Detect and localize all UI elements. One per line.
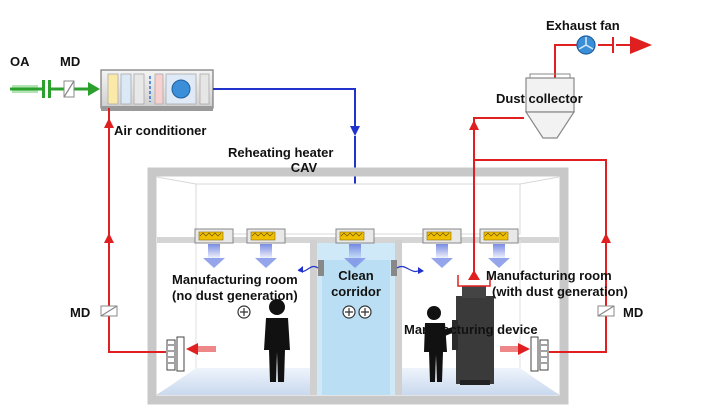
supply-airflow-arrows [203, 244, 510, 268]
damper-label-top: MD [60, 54, 81, 69]
damper-label-right: MD [623, 305, 644, 320]
damper-icon [63, 80, 75, 98]
person-icon [424, 306, 457, 382]
return-air-grille-left [166, 336, 216, 372]
dust-collector-unit [524, 73, 576, 139]
room-left-label-line2: (no dust generation) [172, 288, 298, 303]
air-conditioner-label: Air conditioner [114, 123, 207, 138]
room-left-label-line1: Manufacturing room [172, 272, 298, 287]
hepa-filter-unit [479, 228, 519, 244]
hepa-filter-unit [335, 228, 375, 244]
hepa-filter-unit [422, 228, 462, 244]
manufacturing-device-label: Manufacturing device [404, 322, 538, 337]
cav-label: CAV [290, 160, 318, 175]
reheating-heater-label: Reheating heater [228, 145, 334, 160]
air-conditioner-unit [100, 69, 214, 111]
hepa-filter-unit [194, 228, 234, 244]
damper-label-left: MD [70, 305, 91, 320]
dust-collector-label: Dust collector [496, 91, 583, 106]
manufacturing-device-icon [452, 270, 494, 385]
room-right-label-line1: Manufacturing room [486, 268, 612, 283]
hepa-filter-units [194, 228, 519, 244]
person-icon [264, 299, 290, 382]
plus-circle-icon [237, 305, 372, 319]
room-right-label-line2: (with dust generation) [492, 284, 628, 299]
transfer-airflow [297, 260, 424, 276]
outdoor-air-label: OA [10, 54, 30, 69]
exhaust-fan-label: Exhaust fan [546, 18, 620, 33]
fan-icon [576, 35, 596, 55]
return-air-grille-right [500, 336, 549, 372]
clean-corridor-space [317, 243, 395, 395]
clean-corridor-label-line1: Clean [338, 268, 374, 283]
clean-corridor-label-line2: corridor [331, 284, 381, 299]
return-air-duct [104, 108, 611, 353]
damper-icon [100, 305, 615, 317]
hepa-filter-unit [246, 228, 286, 244]
exhaust-duct [469, 36, 652, 280]
outdoor-air-intake [10, 80, 100, 98]
